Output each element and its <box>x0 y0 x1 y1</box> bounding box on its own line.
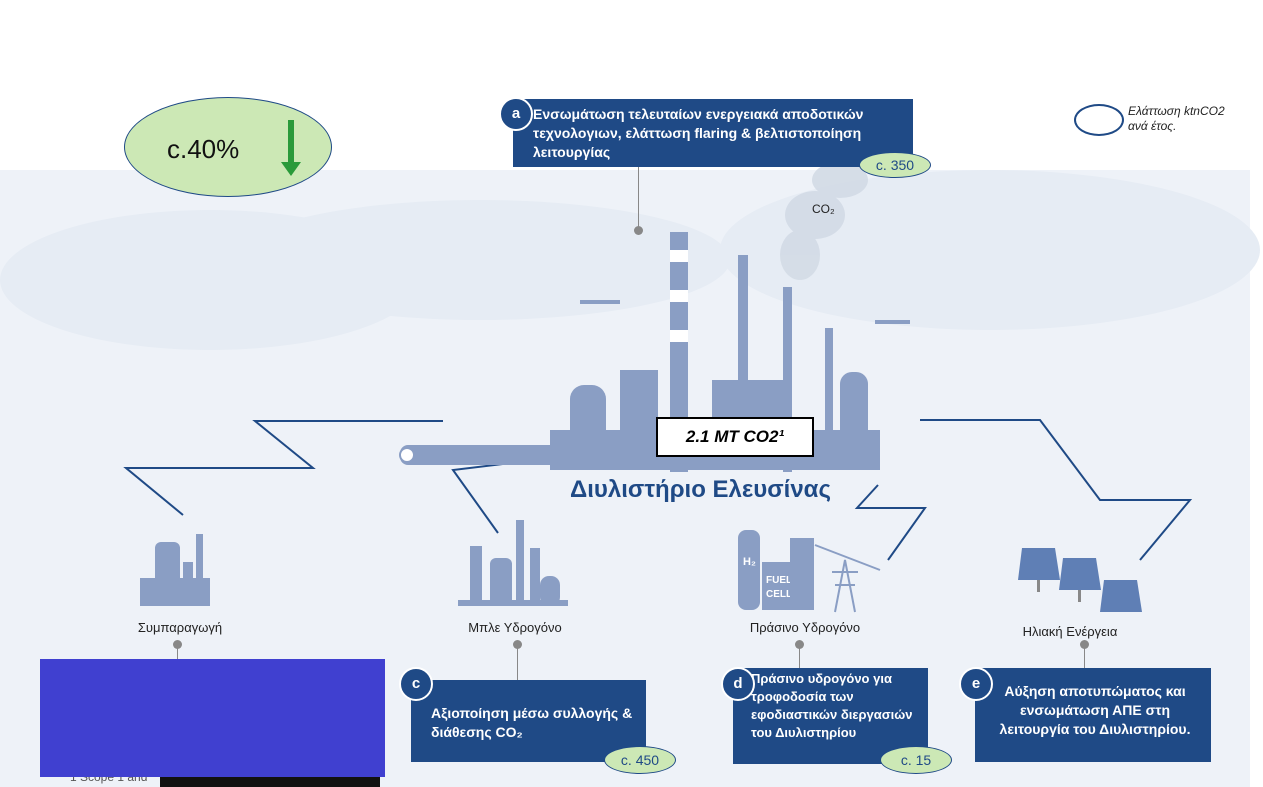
leader-dot-d <box>795 640 804 649</box>
value-pill-d: c. 15 <box>880 746 952 774</box>
leader-line-b <box>177 648 178 660</box>
box-c: Αξιοποίηση μέσω συλλογής & διάθεσης CO₂ <box>411 680 646 762</box>
leader-line-c <box>517 648 518 680</box>
badge-d: d <box>721 667 755 701</box>
leader-line-e <box>1084 648 1085 668</box>
box-a-text: Ενσωμάτωση τελευταίων ενεργειακά αποδοτι… <box>533 106 864 160</box>
redaction-block <box>40 659 385 777</box>
green-hydrogen-icon: H₂ FUEL CELL <box>738 530 881 613</box>
leader-dot-a <box>634 226 643 235</box>
co2-label: CO₂ <box>812 202 835 216</box>
value-pill-c: c. 450 <box>604 746 676 774</box>
badge-a: a <box>499 97 533 131</box>
box-e: Αύξηση αποτυπώματος και ενσωμάτωση ΑΠΕ σ… <box>975 668 1211 762</box>
percent-badge: c.40% <box>124 97 332 197</box>
blue-hydrogen-label: Μπλε Υδρογόνο <box>468 620 562 635</box>
badge-e: e <box>959 667 993 701</box>
down-arrow-head-icon <box>281 162 301 176</box>
leader-line-a <box>638 167 639 229</box>
redaction-strip <box>160 777 380 787</box>
leader-dot-c <box>513 640 522 649</box>
total-emissions-box: 2.1 MT CO2¹ <box>656 417 814 457</box>
box-a: Ενσωμάτωση τελευταίων ενεργειακά αποδοτι… <box>513 99 913 167</box>
refinery-illustration <box>399 232 910 472</box>
legend-line2: ανά έτος. <box>1128 119 1177 133</box>
cogeneration-icon <box>140 534 210 606</box>
green-hydrogen-label: Πράσινο Υδρογόνο <box>749 620 861 635</box>
solar-panels-icon <box>1018 548 1142 612</box>
legend-ellipse-icon <box>1074 104 1124 136</box>
svg-text:H₂: H₂ <box>743 556 756 568</box>
solar-energy-label: Ηλιακή Ενέργεια <box>1022 624 1118 639</box>
box-e-text: Αύξηση αποτυπώματος και ενσωμάτωση ΑΠΕ σ… <box>999 683 1191 737</box>
leader-dot-e <box>1080 640 1089 649</box>
svg-text:FUEL: FUEL <box>766 575 792 586</box>
value-pill-a: c. 350 <box>859 152 931 178</box>
connector-line-e <box>920 419 1193 561</box>
legend: Ελάττωση ktnCO2 ανά έτος. <box>1128 104 1225 134</box>
svg-text:CELL: CELL <box>766 589 792 600</box>
connector-line-b <box>123 420 443 516</box>
blue-hydrogen-icon <box>458 520 568 606</box>
badge-c: c <box>399 667 433 701</box>
leader-line-d <box>799 648 800 668</box>
box-c-text: Αξιοποίηση μέσω συλλογής & διάθεσης CO₂ <box>431 705 633 740</box>
box-d-text: Πράσινο υδρογόνο για τροφοδοσία των εφοδ… <box>751 671 913 740</box>
percent-value: c.40% <box>167 134 240 164</box>
leader-dot-b <box>173 640 182 649</box>
legend-line1: Ελάττωση ktnCO2 <box>1128 104 1225 118</box>
down-arrow-icon <box>288 120 294 164</box>
refinery-title: Διυλιστήριο Ελευσίνας <box>570 476 831 503</box>
cogeneration-label: Συμπαραγωγή <box>137 620 223 635</box>
cloud <box>230 200 730 320</box>
connector-line-d <box>854 484 927 561</box>
